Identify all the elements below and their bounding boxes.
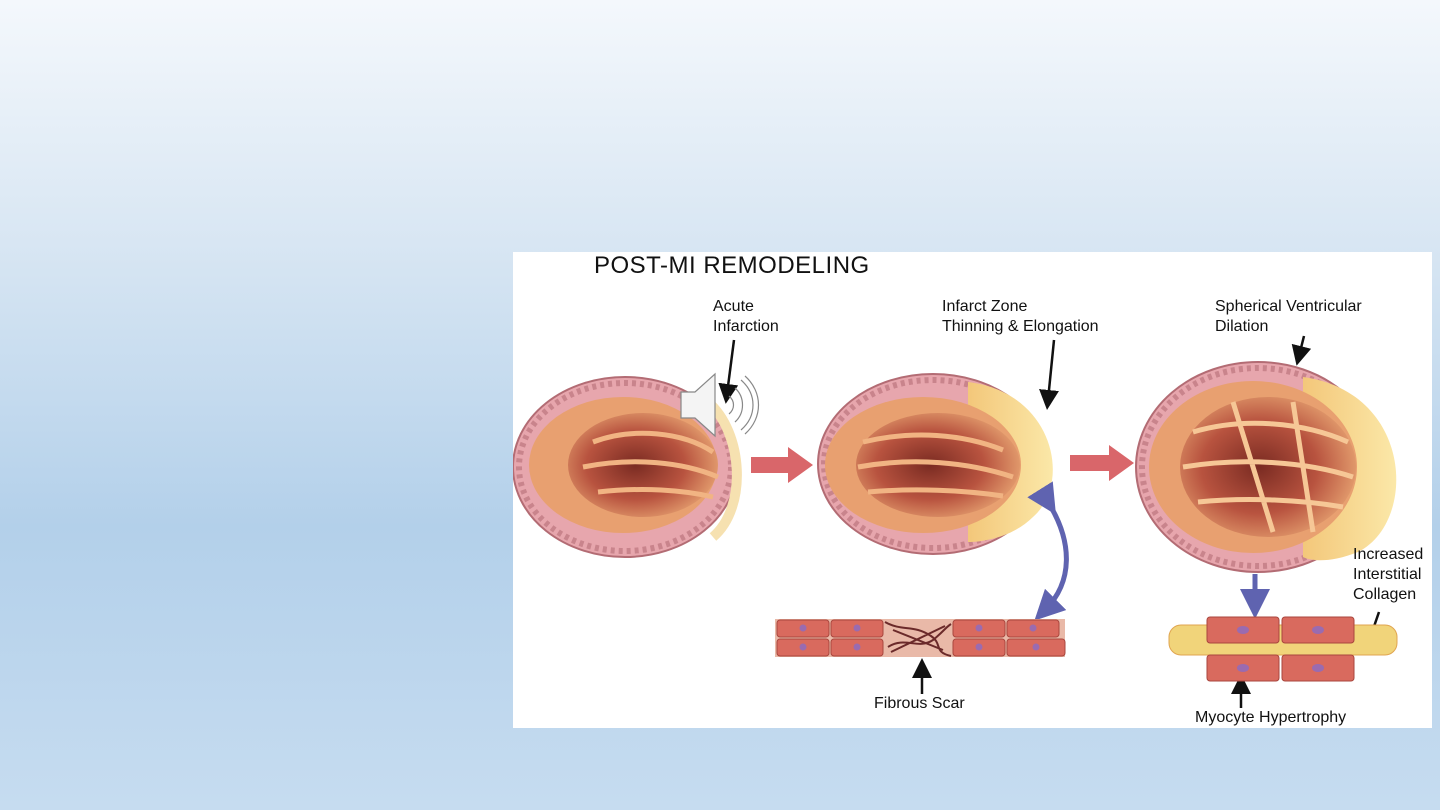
dilation-pointer-arrow: [1291, 335, 1312, 366]
thinning-pointer-arrow: [1039, 339, 1059, 410]
acute-pointer-arrow: [718, 339, 739, 404]
heart-acute-infarction: [513, 376, 742, 558]
hypertrophy-tissue: [1168, 616, 1398, 682]
label-interstitial-collagen: Increased Interstitial Collagen: [1353, 546, 1424, 603]
label-infarct-thinning: Infarct Zone Thinning & Elongation: [942, 298, 1099, 335]
figure-title: POST-MI REMODELING: [594, 252, 870, 279]
progress-arrow-1: [751, 447, 813, 483]
label-spherical-dilation: Spherical Ventricular Dilation: [1215, 298, 1362, 335]
blue-curved-arrow: [1027, 481, 1069, 621]
heart-spherical-dilation: [1135, 361, 1397, 573]
remodeling-illustration: [513, 335, 1398, 708]
post-mi-remodeling-figure: POST-MI REMODELING Acute Infarction Infa…: [513, 252, 1432, 728]
fibrous-scar-tissue: [775, 619, 1066, 657]
progress-arrow-2: [1070, 445, 1134, 481]
label-acute-infarction: Acute Infarction: [713, 298, 779, 335]
label-fibrous-scar: Fibrous Scar: [874, 695, 965, 712]
speaker-icon[interactable]: [679, 370, 765, 440]
label-myocyte-hypertrophy: Myocyte Hypertrophy: [1195, 709, 1347, 726]
heart-thinning-elongation: [817, 373, 1053, 555]
